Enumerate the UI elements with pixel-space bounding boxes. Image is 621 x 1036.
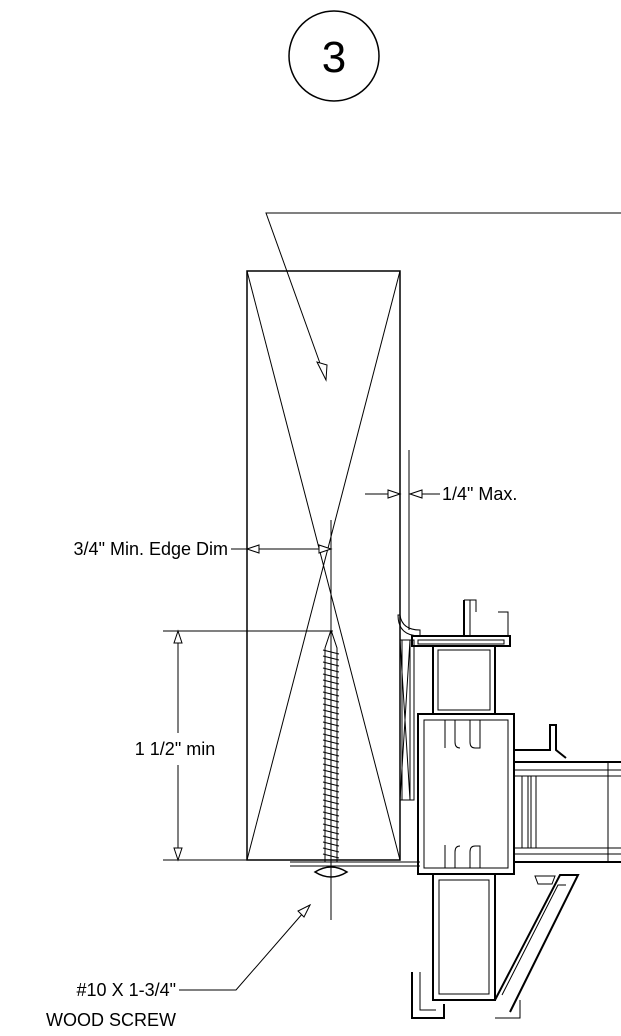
max-gap-label: 1/4" Max. <box>442 484 517 504</box>
min-embed-label: 1 1/2" min <box>135 739 215 759</box>
wood-screw <box>290 600 420 920</box>
wood-buck <box>246 270 401 861</box>
edge-distance-dimension: 3/4" Min. Edge Dim <box>74 539 333 559</box>
embedment-dimension: 1 1/2" min <box>135 629 333 862</box>
quarter-inch-dimension: 1/4" Max. <box>365 450 517 630</box>
window-frame-extrusion <box>397 599 621 1019</box>
detail-number-bubble: 3 <box>288 10 380 102</box>
screw-leader: #10 X 1-3/4" WOOD SCREW <box>46 903 312 1030</box>
min-edge-label: 3/4" Min. Edge Dim <box>74 539 228 559</box>
screw-label-line2: WOOD SCREW <box>46 1010 176 1030</box>
detail-number: 3 <box>322 33 346 82</box>
top-leader <box>265 212 621 382</box>
screw-label-line1: #10 X 1-3/4" <box>77 980 176 1000</box>
